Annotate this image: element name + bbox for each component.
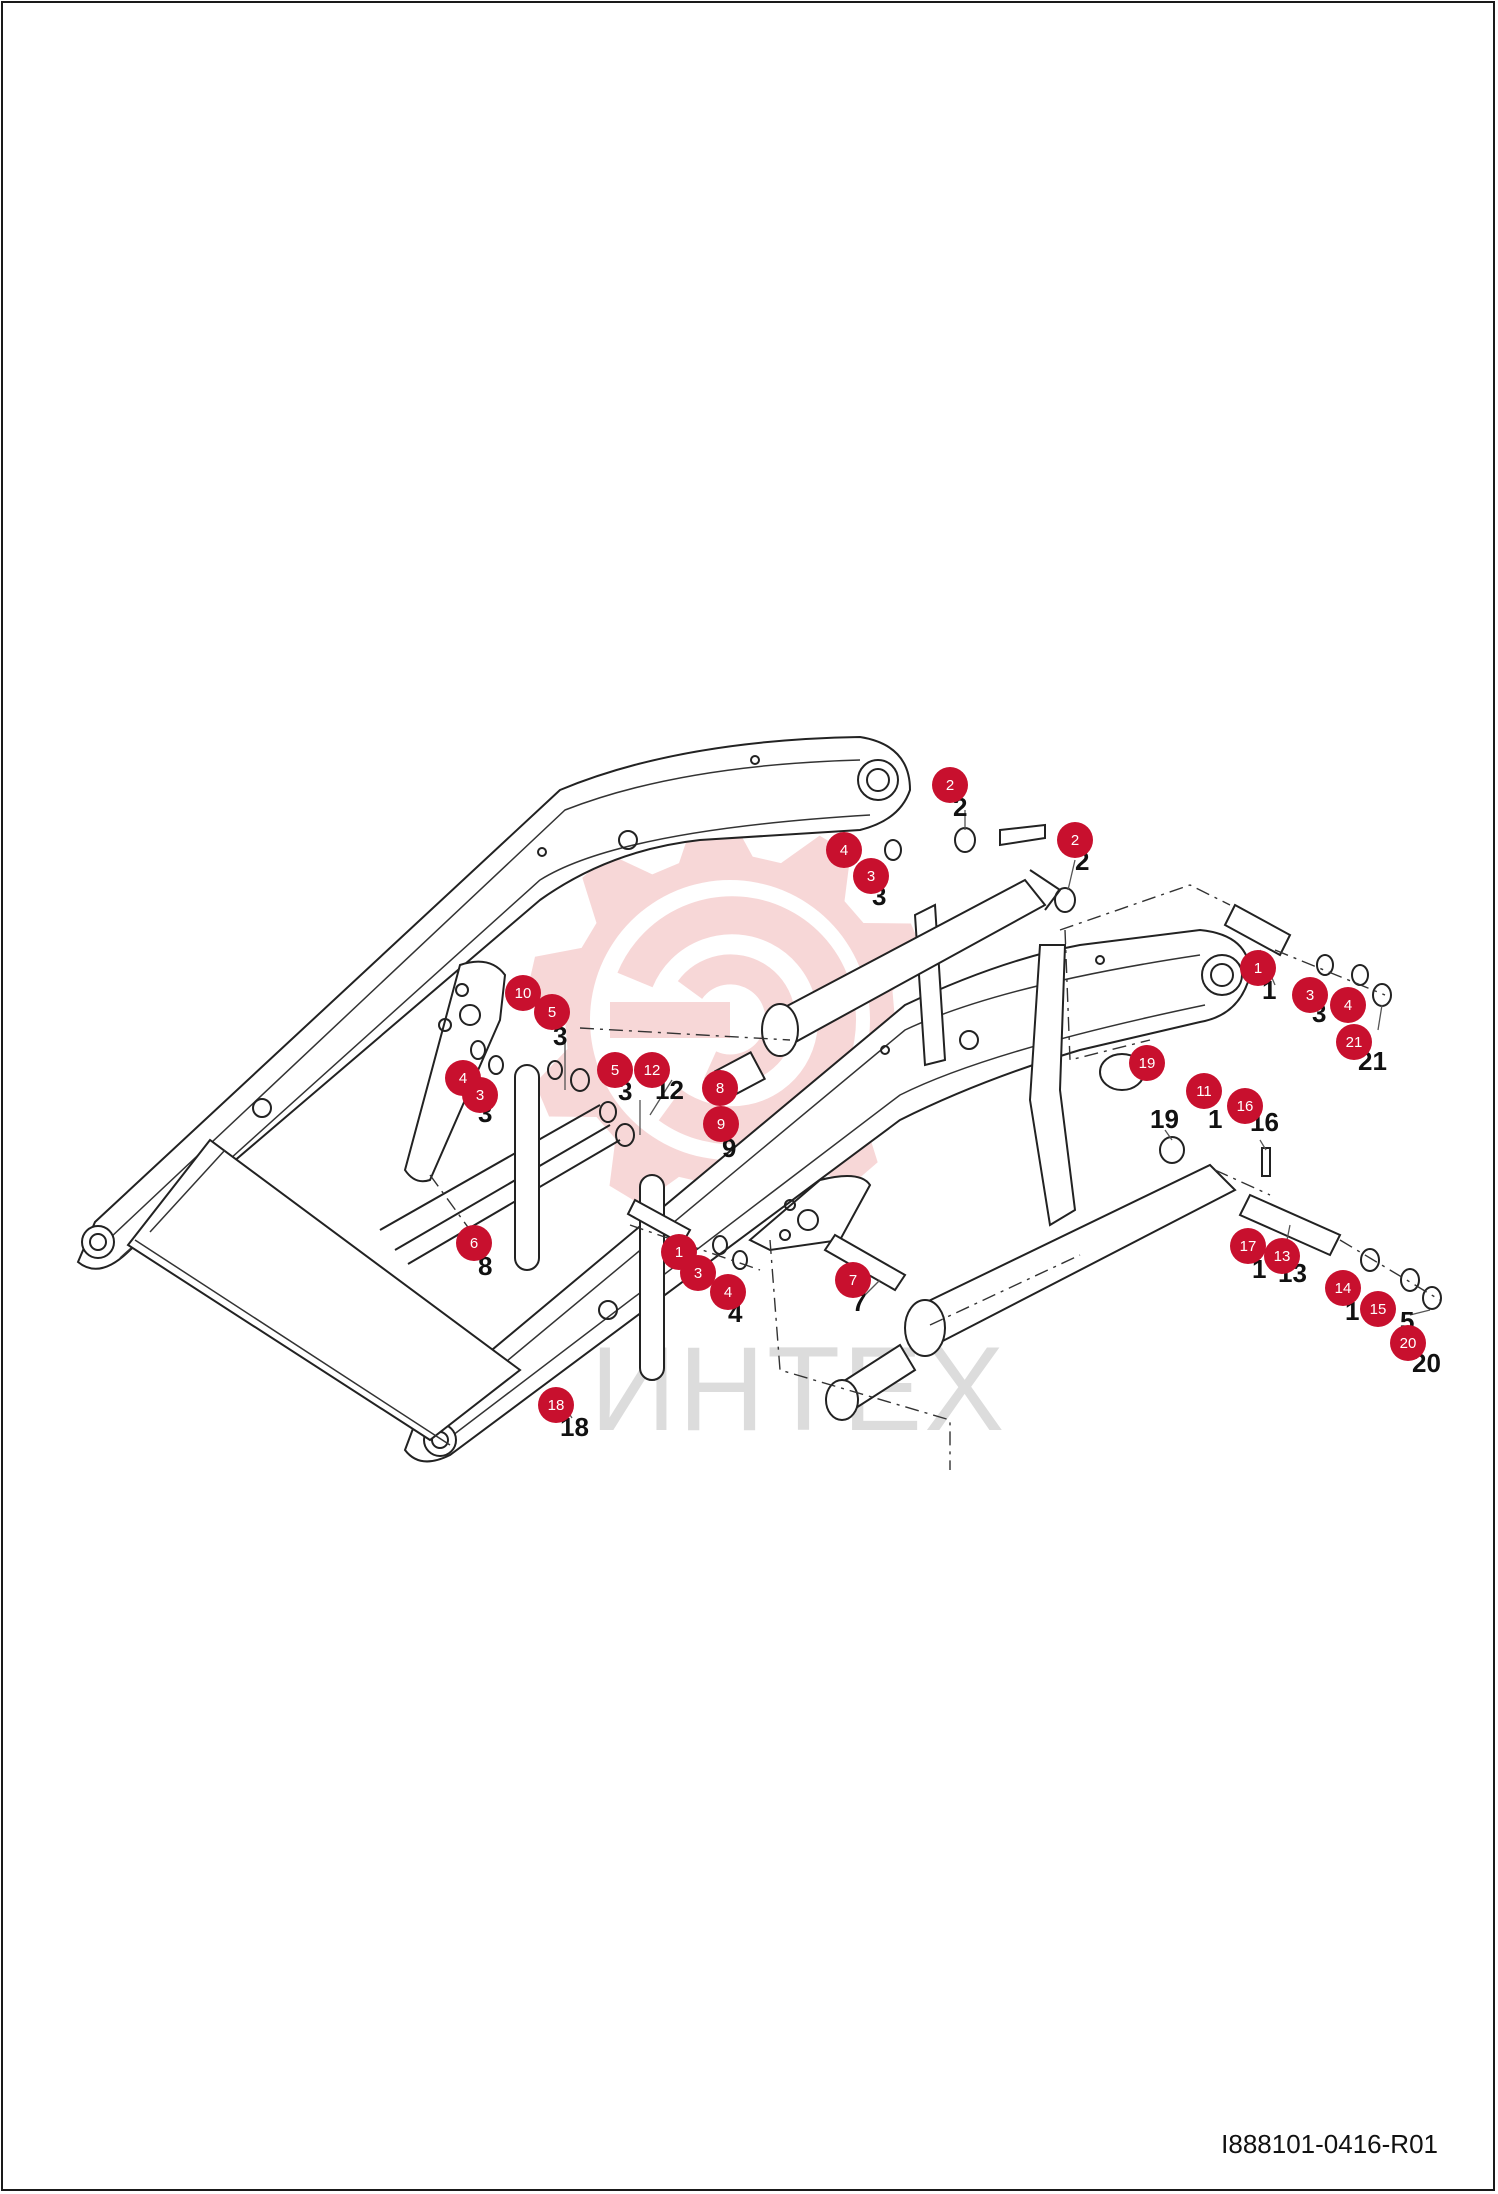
callout-marker: 5 (597, 1052, 633, 1088)
callout-marker: 3 (680, 1255, 716, 1291)
svg-text:3: 3 (694, 1265, 702, 1282)
svg-text:2: 2 (1071, 832, 1079, 849)
callout-marker: 6 (456, 1225, 492, 1261)
svg-text:19: 19 (1139, 1055, 1156, 1072)
callout-marker: 21 (1336, 1024, 1372, 1060)
svg-text:15: 15 (1370, 1301, 1387, 1318)
callout-marker: 2 (932, 767, 968, 803)
left-vertical-link (514, 1064, 540, 1271)
callout-marker: 15 (1360, 1291, 1396, 1327)
callout-marker: 4 (826, 832, 862, 868)
svg-text:3: 3 (476, 1087, 484, 1104)
svg-text:4: 4 (459, 1070, 467, 1087)
callout-marker: 3 (853, 858, 889, 894)
svg-text:10: 10 (515, 985, 532, 1002)
center-bracket-plate (748, 1175, 872, 1252)
svg-text:21: 21 (1346, 1034, 1363, 1051)
callout-marker: 16 (1227, 1088, 1263, 1124)
callout-marker: 20 (1390, 1325, 1426, 1361)
washers (470, 827, 1442, 1310)
callout-marker: 3 (462, 1077, 498, 1113)
callout-marker: 1 (1240, 950, 1276, 986)
svg-text:1: 1 (675, 1244, 683, 1261)
callout-marker: 7 (835, 1262, 871, 1298)
right-swing-link (1028, 944, 1077, 1227)
svg-text:4: 4 (840, 842, 848, 859)
callout-marker: 5 (534, 994, 570, 1030)
svg-text:3: 3 (1306, 987, 1314, 1004)
svg-text:20: 20 (1400, 1335, 1417, 1352)
callout-marker: 12 (634, 1052, 670, 1088)
svg-text:3: 3 (867, 868, 875, 885)
callout-marker: 8 (702, 1070, 738, 1106)
svg-text:16: 16 (1237, 1098, 1254, 1115)
callout-marker: 2 (1057, 822, 1093, 858)
svg-text:7: 7 (849, 1272, 857, 1289)
svg-text:14: 14 (1335, 1280, 1352, 1297)
callout-marker: 4 (1330, 987, 1366, 1023)
left-arm-front-hole (81, 1225, 115, 1259)
callout-marker: 13 (1264, 1238, 1300, 1274)
callout-marker: 18 (538, 1387, 574, 1423)
callout-marker: 3 (1292, 977, 1328, 1013)
left-arm-pivot-hole (857, 759, 899, 801)
part-label: 19 (1150, 1104, 1179, 1134)
svg-text:6: 6 (470, 1235, 478, 1252)
drawing-code: I888101-0416-R01 (1221, 2129, 1438, 2159)
callout-marker: 14 (1325, 1270, 1361, 1306)
callout-marker: 17 (1230, 1228, 1266, 1264)
assembly-center-lines (429, 884, 1441, 1470)
right-arm-pivot-hole (1201, 954, 1243, 996)
svg-text:8: 8 (716, 1080, 724, 1097)
svg-text:4: 4 (724, 1284, 732, 1301)
callout-marker: 11 (1186, 1073, 1222, 1109)
callouts: 2 2 4 3 1 3 4 21 10 5 4 3 5 12 8 9 19 11… (445, 767, 1426, 1423)
svg-text:5: 5 (611, 1062, 619, 1079)
svg-text:4: 4 (1344, 997, 1352, 1014)
svg-text:9: 9 (717, 1116, 725, 1133)
svg-text:2: 2 (946, 777, 954, 794)
callout-marker: 9 (703, 1106, 739, 1142)
svg-text:1: 1 (1254, 960, 1262, 977)
svg-text:11: 11 (1196, 1083, 1212, 1100)
callout-marker: 19 (1129, 1045, 1165, 1081)
cross-tube (126, 1138, 522, 1442)
callout-marker: 4 (710, 1274, 746, 1310)
boom-frame (76, 735, 1442, 1470)
svg-text:5: 5 (548, 1004, 556, 1021)
part-label: 1 (1208, 1104, 1222, 1134)
svg-text:18: 18 (548, 1397, 565, 1414)
svg-text:17: 17 (1240, 1238, 1257, 1255)
svg-text:13: 13 (1274, 1248, 1291, 1265)
callout-marker: 10 (505, 975, 541, 1011)
svg-text:12: 12 (644, 1062, 661, 1079)
